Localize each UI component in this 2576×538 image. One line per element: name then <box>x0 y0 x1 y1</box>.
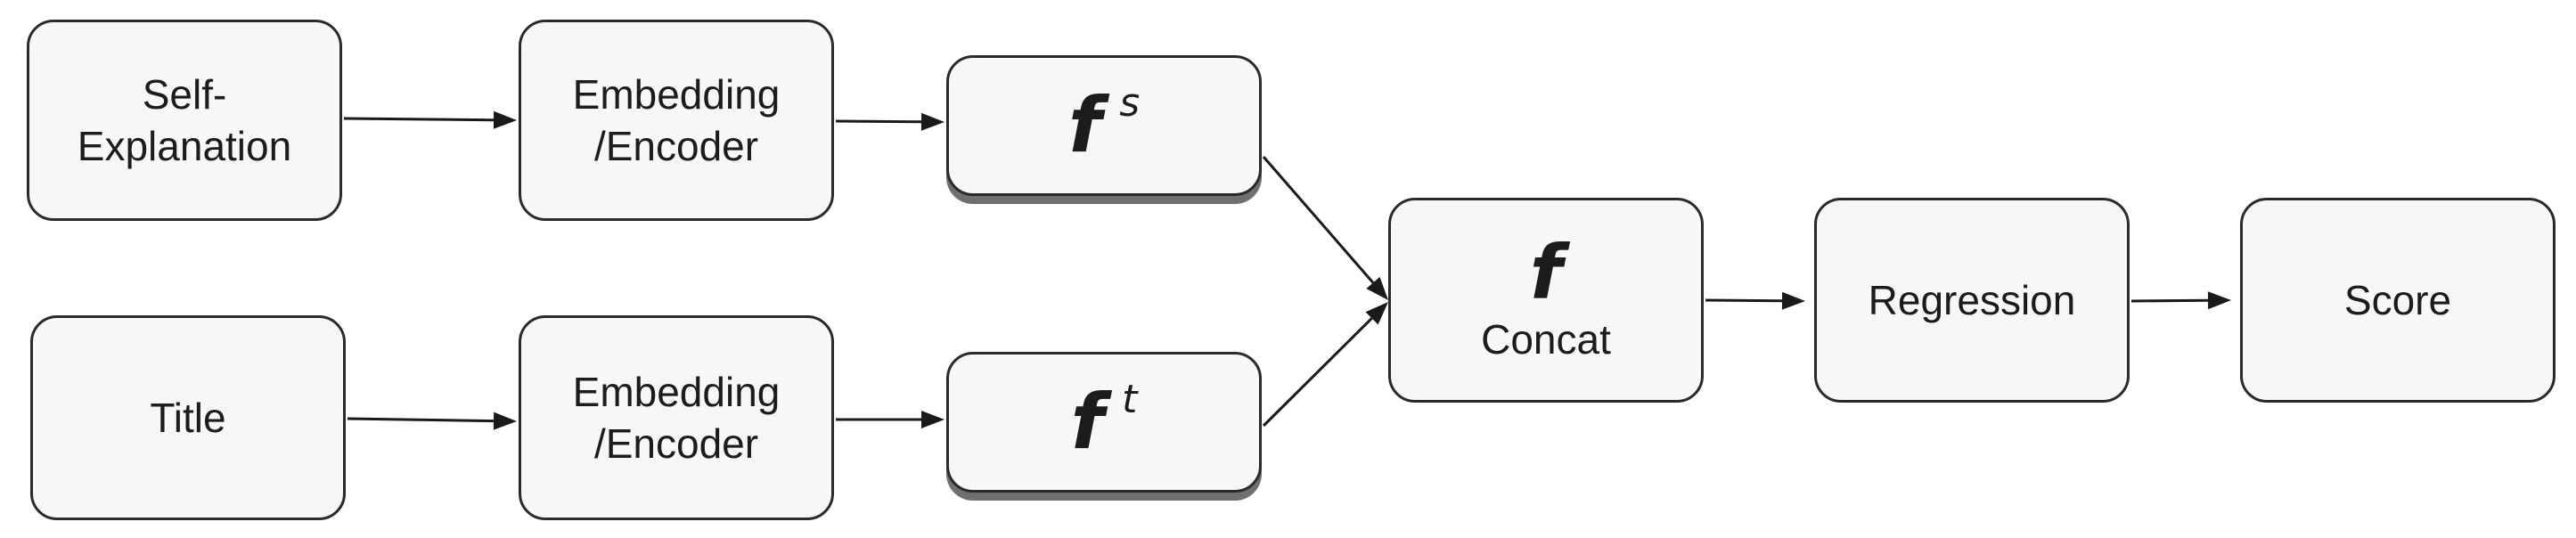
fs-feature-box: f s <box>946 55 1262 196</box>
arrowhead-ft-to-concat <box>1365 302 1388 325</box>
edge-line-embedding_top-to-fs <box>835 119 922 124</box>
title-box: Title <box>30 315 346 520</box>
embedding-encoder-bottom-box: Embedding /Encoder <box>519 315 834 520</box>
arrowhead-regression-to-score <box>2207 291 2231 310</box>
fs-feature-symbol: f s <box>1067 80 1141 170</box>
ft-feature-box: f t <box>946 352 1262 493</box>
score-box: Score <box>2240 198 2556 403</box>
edge-line-ft-to-concat <box>1262 317 1373 428</box>
edge-group <box>343 110 2231 430</box>
regression-box: Regression <box>1814 198 2130 403</box>
embedding-encoder-bottom-label: Embedding /Encoder <box>572 369 781 467</box>
regression-label: Regression <box>1868 277 2076 323</box>
edge-line-concat-to-regression <box>1705 298 1783 303</box>
title-label: Title <box>150 395 226 441</box>
arrowhead-title-to-embedding_bottom <box>493 412 517 430</box>
arrowhead-embedding_bottom-to-ft <box>921 411 945 428</box>
fs-superscript: s <box>1119 80 1141 126</box>
arrowhead-concat-to-regression <box>1781 291 1805 310</box>
ft-superscript: t <box>1122 377 1138 422</box>
self-explanation-box: Self- Explanation <box>27 20 342 221</box>
concat-label: Concat <box>1481 316 1611 363</box>
fs-symbol-letter: f <box>1067 81 1102 170</box>
concat-box: f Concat <box>1388 198 1704 403</box>
edge-line-fs-to-concat <box>1262 156 1375 284</box>
embedding-encoder-top-box: Embedding /Encoder <box>519 20 834 221</box>
edge-line-title-to-embedding_bottom <box>347 417 495 423</box>
score-label: Score <box>2343 277 2452 323</box>
embedding-encoder-top-label: Embedding /Encoder <box>572 71 781 169</box>
ft-symbol-letter: f <box>1070 378 1105 467</box>
edge-line-regression-to-score <box>2130 298 2209 303</box>
arrowhead-self_explanation-to-embedding_top <box>493 110 517 129</box>
arrowhead-embedding_top-to-fs <box>920 112 945 131</box>
arrowhead-fs-to-concat <box>1366 276 1388 300</box>
ft-feature-symbol: f t <box>1070 378 1138 467</box>
self-explanation-label: Self- Explanation <box>77 71 292 169</box>
concat-symbol: f <box>1529 229 1563 316</box>
edge-line-self_explanation-to-embedding_top <box>343 117 495 122</box>
